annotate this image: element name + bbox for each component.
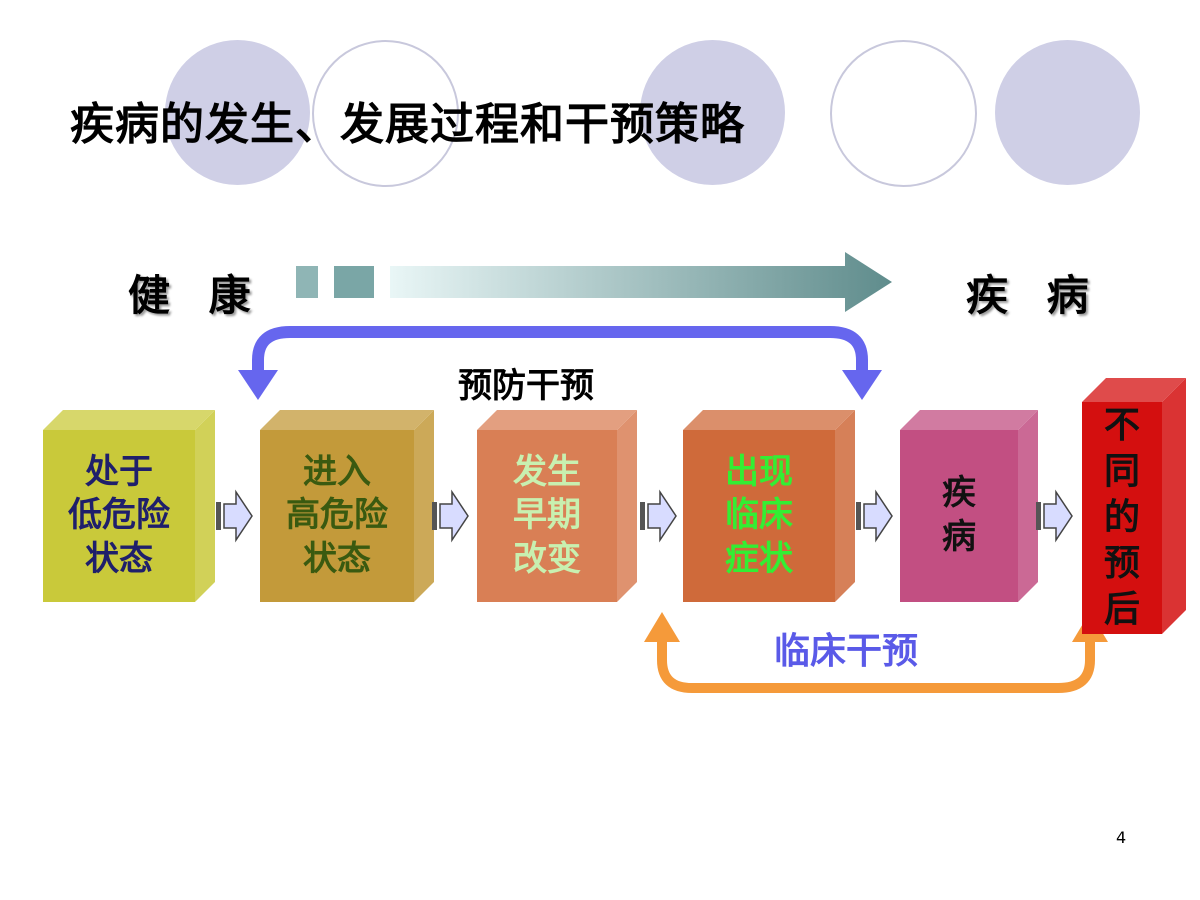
step-arrow <box>1036 489 1073 543</box>
stage-label: 出现临床症状 <box>683 430 835 602</box>
stage-label-line: 预 <box>1103 543 1140 585</box>
stage-label-line: 处于 <box>85 451 153 492</box>
stage-box-front <box>683 430 835 602</box>
stage-box-top <box>260 410 434 430</box>
stage-label-line: 改变 <box>513 538 581 579</box>
stage-label-line: 的 <box>1103 496 1140 538</box>
progress-dash <box>334 266 374 298</box>
stage-label-line: 后 <box>1103 589 1140 631</box>
stage-label: 疾病 <box>900 430 1018 602</box>
stage-box-side <box>1018 410 1038 602</box>
stage-box-top <box>43 410 215 430</box>
stage-box-front <box>900 430 1018 602</box>
stage-label-line: 出现 <box>725 451 793 492</box>
stage-box-side <box>617 410 637 602</box>
progression-arrow <box>296 252 892 312</box>
decor-circle <box>640 40 785 185</box>
page-number: 4 <box>1116 828 1127 847</box>
stage-box-front <box>1082 402 1162 634</box>
step-arrow <box>640 489 677 543</box>
prevention-label: 预防干预 <box>458 366 594 406</box>
stage-label-line: 状态 <box>85 538 153 579</box>
stage-box-front <box>260 430 414 602</box>
stage-box-side <box>835 410 855 602</box>
stage-box-side <box>414 410 434 602</box>
stage-label-line: 低危险 <box>68 495 170 536</box>
step-arrow-head <box>1043 489 1073 543</box>
stage-label: 进入高危险状态 <box>260 430 414 602</box>
decor-circle <box>165 40 310 185</box>
progress-dash <box>296 266 318 298</box>
stage-box <box>900 410 1038 602</box>
stage-box <box>1082 378 1186 634</box>
prevention-arrow <box>238 326 882 400</box>
stage-label-line: 症状 <box>725 538 793 579</box>
progress-arrow-body <box>390 252 892 312</box>
step-arrow-tail <box>432 502 437 530</box>
stage-label-line: 同 <box>1103 450 1140 492</box>
stage-label-line: 状态 <box>303 538 371 579</box>
step-arrow-tail <box>856 502 861 530</box>
step-arrow-tail <box>1036 502 1041 530</box>
decor-circle <box>995 40 1140 185</box>
step-arrow <box>432 489 469 543</box>
step-arrow-head <box>647 489 677 543</box>
stage-label-line: 疾 <box>942 473 976 514</box>
clinical-label: 临床干预 <box>774 631 919 672</box>
step-arrow-tail <box>216 502 221 530</box>
step-arrow <box>216 489 253 543</box>
stage-box-front <box>477 430 617 602</box>
step-arrow-head <box>223 489 253 543</box>
step-arrow-head <box>863 489 893 543</box>
arrowhead <box>238 370 278 400</box>
health-label: 健 康 <box>128 271 263 320</box>
stage-boxes <box>43 378 1186 634</box>
stage-label-line: 进入 <box>303 451 371 492</box>
arrowhead <box>842 370 882 400</box>
stage-box-top <box>900 410 1038 430</box>
stage-label-line: 病 <box>942 517 976 557</box>
step-arrows <box>216 489 1073 543</box>
stage-label: 不同的预后 <box>1082 402 1162 634</box>
decor-circle <box>312 40 459 187</box>
decor-circle <box>830 40 977 187</box>
stage-box <box>477 410 637 602</box>
stage-label-line: 发生 <box>513 451 581 492</box>
stage-label-line: 早期 <box>513 495 581 536</box>
stage-box-side <box>195 410 215 602</box>
stage-label: 处于低危险状态 <box>43 430 195 602</box>
stage-box-top <box>1082 378 1186 402</box>
stage-box <box>260 410 434 602</box>
step-arrow-tail <box>640 502 645 530</box>
step-arrow-head <box>439 489 469 543</box>
step-arrow <box>856 489 893 543</box>
stage-box-top <box>683 410 855 430</box>
stage-box-side <box>1162 378 1186 634</box>
disease-label: 疾 病 <box>966 271 1101 320</box>
stage-box <box>43 410 215 602</box>
stage-label-line: 临床 <box>725 495 793 536</box>
stage-box <box>683 410 855 602</box>
stage-label-line: 不 <box>1103 404 1140 446</box>
stage-box-front <box>43 430 195 602</box>
page-title: 疾病的发生、发展过程和干预策略 <box>70 99 745 150</box>
stage-box-top <box>477 410 637 430</box>
stage-label-line: 高危险 <box>286 495 388 536</box>
stage-label: 发生早期改变 <box>477 430 617 602</box>
arrowhead <box>644 612 680 642</box>
